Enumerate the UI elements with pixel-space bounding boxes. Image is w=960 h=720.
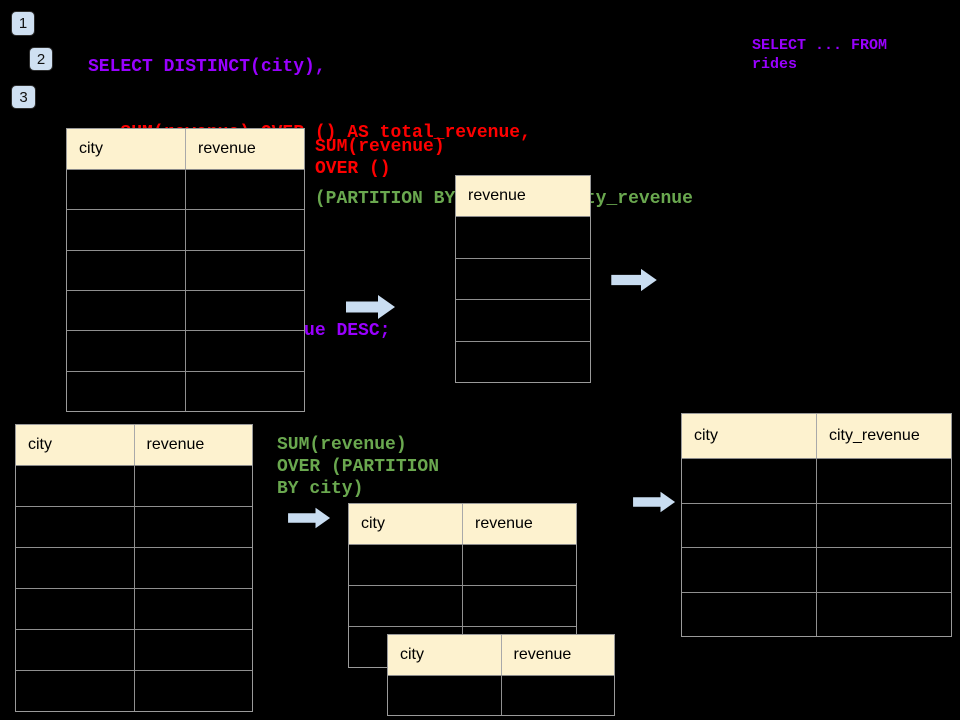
table-row [682,591,951,637]
table-row [682,547,951,592]
table-cell-empty [500,676,615,715]
flow-arrow-icon [286,506,333,530]
table-row [67,370,304,411]
table-row [456,217,590,258]
table-cell-empty [16,548,134,588]
table-header-row: revenue [456,176,590,217]
table-cell-empty [133,466,253,506]
column-header-city-revenue: city_revenue [816,414,951,458]
table-cell-empty [67,170,185,209]
table-row [682,502,951,548]
table-row [456,257,590,300]
table-cell-empty [16,589,134,629]
table-cell-empty [456,259,590,300]
column-header-city: city [694,427,718,444]
table-cell-empty [349,545,462,585]
table-cell-empty [349,586,462,626]
flow-arrow-icon [631,490,678,514]
table-row [67,249,304,290]
table-cell-empty [67,331,185,370]
table-row [349,585,576,626]
column-header-city: city [400,646,424,663]
table-row [67,289,304,331]
table-cell-empty [185,331,304,371]
table-cell-empty [185,371,304,411]
label-window-total: SUM(revenue) OVER () [315,137,445,179]
table-cell-empty [816,459,951,503]
column-header-revenue: revenue [185,129,304,169]
table-header-row: city revenue [388,635,614,676]
table-row [67,170,304,210]
table-source-top: city revenue [66,128,305,412]
table-header-row: city revenue [349,504,576,545]
table-cell-empty [16,466,134,506]
table-row [456,340,590,383]
table-cell-empty [462,545,576,585]
column-header-city: city [361,515,385,532]
side-code-snippet: SELECT ... FROM rides [752,37,888,73]
table-cell-empty [67,291,185,330]
table-cell-empty [185,210,304,250]
table-cell-empty [67,251,185,290]
table-cell-empty [133,630,253,670]
table-row [16,466,252,506]
table-row [16,670,252,711]
table-city-revenue-result: city city_revenue [681,413,952,637]
table-row [388,676,614,715]
table-row [16,506,252,547]
step-badge-2: 2 [29,47,53,71]
table-cell-empty [185,290,304,331]
table-header-row: city revenue [67,129,304,170]
table-row [67,209,304,250]
column-header-city: city [28,436,52,453]
table-cell-empty [816,548,951,592]
step-badge-3: 3 [11,85,36,109]
table-cell-empty [456,300,590,341]
table-cell-empty [185,170,304,210]
table-row [16,547,252,588]
table-header-row: city city_revenue [682,414,951,459]
column-header-revenue: revenue [462,504,576,544]
table-source-bottom: city revenue [15,424,253,712]
table-row [16,629,252,670]
code-line-select: SELECT DISTINCT(city), [88,57,326,77]
step-badge-1: 1 [11,11,35,36]
column-header-revenue: revenue [133,425,253,465]
table-cell-empty [16,671,134,711]
table-header-row: city revenue [16,425,252,466]
table-cell-empty [682,548,816,592]
table-cell-empty [456,217,590,258]
table-cell-empty [133,671,253,711]
table-cell-empty [133,589,253,629]
table-row [682,459,951,503]
table-cell-empty [816,592,951,636]
column-header-revenue: revenue [468,187,526,204]
table-cell-empty [67,372,185,411]
flow-arrow-icon [611,267,658,293]
flow-arrow-icon [346,293,396,321]
table-partition-overlay: city revenue [387,634,615,716]
column-header-city: city [79,140,103,157]
table-cell-empty [67,210,185,249]
table-partition-step: city revenue [348,503,577,668]
table-cell-empty [133,548,253,588]
table-row [349,545,576,585]
table-total-revenue-result: revenue [455,175,591,383]
label-window-partition: SUM(revenue) OVER (PARTITION BY city) [277,435,440,499]
table-row [16,588,252,629]
table-row [67,330,304,371]
table-cell-empty [462,586,576,626]
table-cell-empty [682,459,816,503]
table-cell-empty [185,250,304,290]
table-cell-empty [816,503,951,547]
table-cell-empty [16,507,134,547]
table-cell-empty [682,593,816,637]
column-header-revenue: revenue [500,635,615,675]
table-cell-empty [133,507,253,547]
table-cell-empty [388,676,501,715]
table-cell-empty [456,342,590,383]
table-cell-empty [16,630,134,670]
table-cell-empty [682,504,816,548]
table-row [456,299,590,341]
